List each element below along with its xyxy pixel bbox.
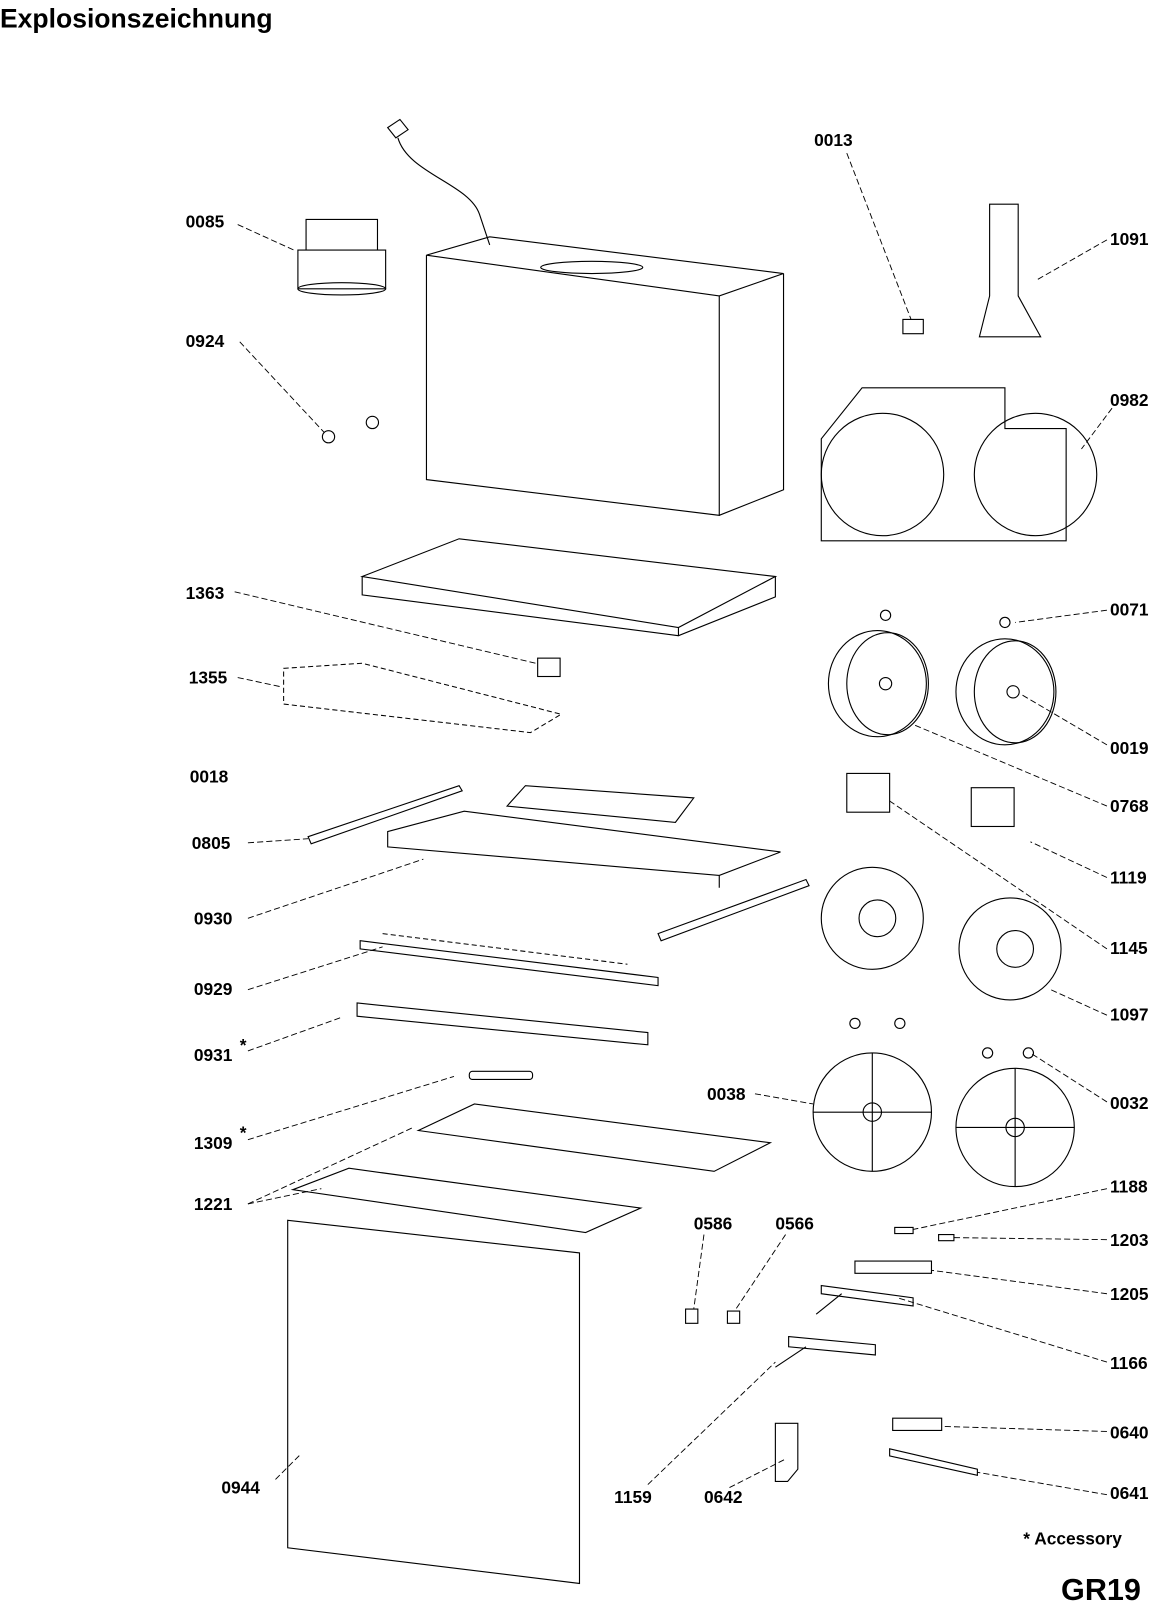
part-0566	[726, 1310, 741, 1324]
label-0566: 0566	[775, 1213, 814, 1233]
part-0929-edge	[382, 933, 628, 965]
part-0038-cover	[955, 1067, 1075, 1188]
part-0805-rail	[307, 784, 463, 845]
label-1221: 1221	[194, 1194, 233, 1214]
part-0930-panel	[387, 810, 781, 888]
part-1309-lamp	[468, 1070, 534, 1081]
part-0071-nut	[879, 609, 892, 621]
part-1159	[775, 1335, 876, 1368]
part-drawings	[283, 118, 1098, 1585]
part-0931-light-bar	[356, 1002, 649, 1046]
part-0071-nut	[999, 616, 1011, 629]
label-0032: 0032	[1110, 1093, 1149, 1113]
part-0805-rail	[657, 878, 810, 942]
part-housing	[425, 236, 785, 516]
part-1221-filter	[416, 1103, 773, 1172]
label-0930: 0930	[194, 908, 233, 928]
label-1159: 1159	[614, 1487, 652, 1507]
part-1119-capacitor	[970, 787, 1015, 828]
part-1221-filter	[290, 1167, 643, 1234]
part-0640	[892, 1417, 943, 1432]
label-0586: 0586	[694, 1213, 733, 1233]
accessory-marker-1309: *	[240, 1123, 247, 1143]
label-0038: 0038	[707, 1084, 746, 1104]
label-1166: 1166	[1110, 1353, 1148, 1373]
part-1145-capacitor	[846, 772, 891, 813]
label-0019: 0019	[1110, 738, 1149, 758]
part-0013-clip	[902, 318, 924, 335]
part-0641	[889, 1448, 978, 1477]
part-0019-impeller	[955, 638, 1057, 746]
part-frame-tray	[360, 538, 778, 637]
part-0032-nut	[894, 1017, 906, 1030]
label-0924: 0924	[186, 331, 225, 351]
label-0805: 0805	[192, 833, 231, 853]
part-0032-nut	[981, 1047, 994, 1059]
label-1188: 1188	[1110, 1177, 1148, 1197]
label-1355: 1355	[189, 668, 228, 688]
label-0085: 0085	[186, 212, 225, 232]
part-1166	[815, 1284, 914, 1315]
label-0640: 0640	[1110, 1423, 1149, 1443]
label-0018: 0018	[190, 767, 229, 787]
label-1145: 1145	[1110, 938, 1148, 958]
part-0032-nut	[1022, 1047, 1035, 1059]
part-1188	[894, 1226, 914, 1235]
part-0038-cover	[812, 1052, 933, 1172]
accessory-footnote: * Accessory	[1023, 1529, 1122, 1549]
label-0768: 0768	[1110, 796, 1149, 816]
part-1205	[854, 1260, 933, 1274]
label-0982: 0982	[1110, 390, 1149, 410]
part-0924-nut	[365, 415, 380, 430]
part-1355-plate	[283, 662, 563, 734]
label-1363: 1363	[186, 583, 225, 603]
label-1091: 1091	[1110, 229, 1149, 249]
part-0944-front-panel	[287, 1219, 581, 1585]
part-0768-impeller	[827, 630, 929, 738]
part-0929-strip	[359, 940, 659, 987]
label-1119: 1119	[1110, 868, 1147, 888]
leader-lines	[234, 152, 1113, 1496]
part-1097-motor	[958, 897, 1062, 1001]
part-1363-bracket	[537, 657, 561, 678]
label-0071: 0071	[1110, 599, 1149, 619]
label-0929: 0929	[194, 979, 233, 999]
label-0931: 0931	[194, 1045, 233, 1065]
part-labels: 0085 0924 0013 1091 0982 1363 1355 0018 …	[186, 130, 1149, 1507]
label-1097: 1097	[1110, 1004, 1149, 1024]
part-1203	[938, 1234, 955, 1242]
label-0013: 0013	[814, 130, 853, 150]
part-0018-frame	[505, 785, 695, 823]
label-1309: 1309	[194, 1133, 233, 1153]
accessory-marker-0931: *	[240, 1035, 247, 1055]
label-1203: 1203	[1110, 1230, 1149, 1250]
part-1091-cable-duct	[978, 203, 1042, 338]
part-0642	[774, 1422, 799, 1483]
part-0586	[685, 1308, 699, 1324]
label-1205: 1205	[1110, 1284, 1149, 1304]
page-title: Explosionszeichnung	[0, 4, 273, 34]
label-0642: 0642	[704, 1487, 743, 1507]
power-cord	[386, 118, 491, 246]
label-0641: 0641	[1110, 1483, 1149, 1503]
part-0032-nut	[849, 1017, 861, 1030]
part-0085-duct-collar	[297, 218, 387, 296]
part-1145-motor	[820, 866, 924, 970]
label-0944: 0944	[221, 1478, 260, 1498]
page-code: GR19	[1061, 1573, 1141, 1605]
part-0982-blower-housing	[820, 387, 1098, 542]
part-0924-nut	[321, 430, 336, 444]
